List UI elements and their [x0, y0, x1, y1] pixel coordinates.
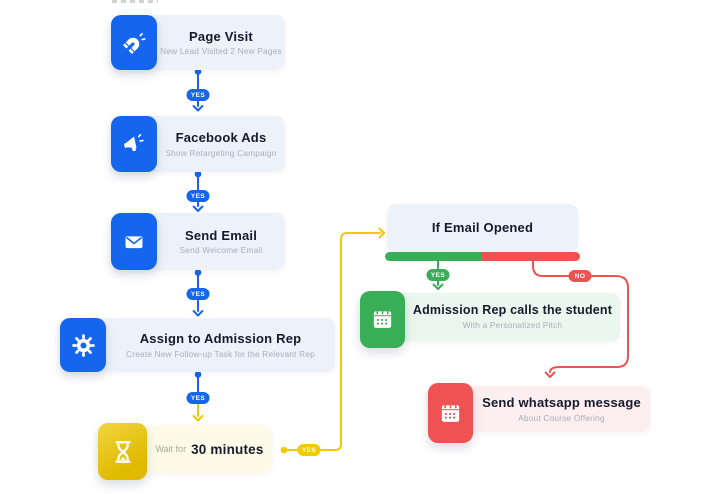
wait-prefix: Wait for	[155, 444, 187, 454]
node-title: If Email Opened	[431, 219, 534, 235]
node-title: Send whatsapp message	[482, 395, 641, 411]
node-text: Admission Rep calls the student With a P…	[405, 293, 620, 341]
no-branch-bar	[482, 252, 580, 261]
cropped-text-artifact	[112, 0, 158, 3]
node-subtitle: Create New Follow-up Task for the Releva…	[126, 348, 315, 359]
node-card	[387, 204, 578, 252]
node-text: If Email Opened	[387, 204, 578, 252]
no-badge-email-opened: NO	[568, 270, 592, 282]
node-facebook-ads[interactable]: Facebook Ads Show Retargeting Campaign	[111, 116, 285, 172]
node-title: Assign to Admission Rep	[139, 331, 302, 347]
yes-badge-4: YES	[186, 392, 210, 404]
node-assign-admission-rep[interactable]: Assign to Admission Rep Create New Follo…	[60, 318, 335, 372]
node-text: Send Email Send Welcome Email	[157, 213, 285, 270]
node-text: Facebook Ads Show Retargeting Campaign	[157, 116, 285, 172]
node-send-email[interactable]: Send Email Send Welcome Email	[111, 213, 285, 270]
edge-if-email-opened-no	[532, 260, 629, 378]
node-subtitle: With a Personalized Pitch	[462, 320, 563, 331]
node-title: 30 minutes	[191, 441, 264, 457]
calendar-icon	[360, 291, 405, 348]
node-text: Wait for 30 minutes	[147, 425, 272, 473]
node-subtitle: Send Welcome Email	[179, 245, 263, 255]
hourglass-icon	[98, 423, 147, 480]
node-text: Send whatsapp message About Course Offer…	[473, 386, 650, 432]
node-text: Page Visit New Lead Visited 2 New Pages	[157, 15, 285, 70]
yes-badge-wait: YES	[297, 444, 321, 456]
magnet-icon	[111, 15, 157, 70]
yes-badge-2: YES	[186, 190, 210, 202]
node-title: Facebook Ads	[175, 130, 267, 146]
calendar-icon	[428, 383, 473, 443]
yes-badge-3: YES	[186, 288, 210, 300]
edge-wait-to-if-email-opened	[280, 227, 385, 454]
node-subtitle: New Lead Visited 2 New Pages	[160, 46, 282, 56]
node-subtitle: About Course Offering	[518, 412, 605, 423]
yes-branch-bar	[385, 252, 482, 261]
yes-badge-1: YES	[186, 89, 210, 101]
node-page-visit[interactable]: Page Visit New Lead Visited 2 New Pages	[111, 15, 285, 70]
node-title: Send Email	[184, 227, 258, 243]
envelope-icon	[111, 213, 157, 270]
yes-badge-email-opened: YES	[426, 269, 450, 281]
node-wait-30-minutes[interactable]: Wait for 30 minutes	[98, 423, 272, 480]
node-title: Page Visit	[189, 28, 253, 44]
node-if-email-opened[interactable]: If Email Opened	[385, 204, 580, 261]
megaphone-icon	[111, 116, 157, 172]
node-admission-rep-calls[interactable]: Admission Rep calls the student With a P…	[360, 291, 620, 348]
node-text: Assign to Admission Rep Create New Follo…	[106, 318, 335, 372]
node-subtitle: Show Retargeting Campaign	[165, 147, 277, 158]
node-title: Admission Rep calls the student	[412, 303, 613, 318]
gear-icon	[60, 318, 106, 372]
node-send-whatsapp[interactable]: Send whatsapp message About Course Offer…	[428, 383, 650, 443]
